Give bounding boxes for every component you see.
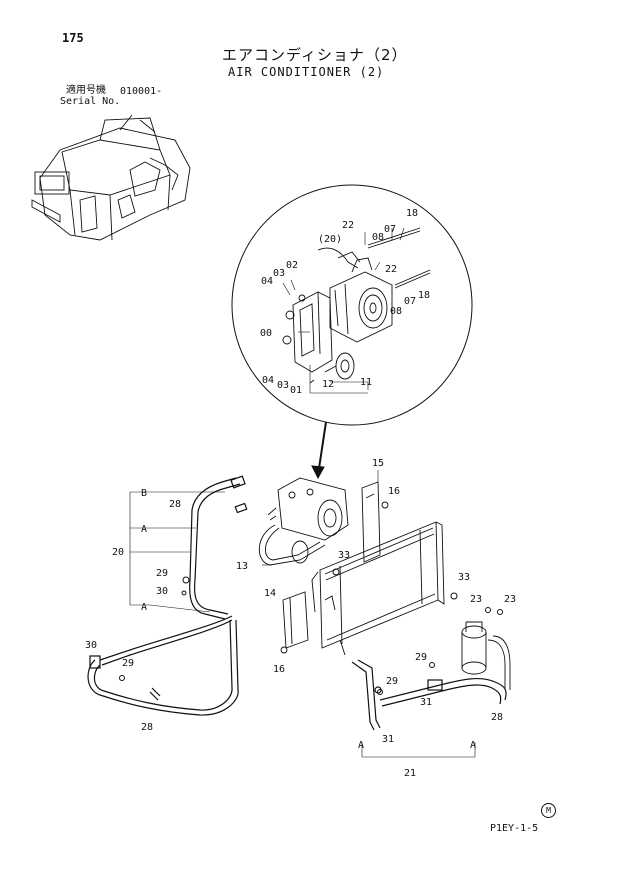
leader-lines — [129, 227, 476, 758]
condenser — [311, 521, 445, 656]
callout-23: 23 — [470, 594, 482, 605]
callout-20: 20 — [112, 547, 124, 558]
callout-20-ref: (20) — [318, 234, 342, 245]
callout-11: 11 — [360, 377, 372, 388]
zoom-arrow — [311, 421, 327, 480]
callout-15: 15 — [372, 458, 384, 469]
hose-21 — [351, 659, 507, 731]
callout-31: 31 — [420, 697, 432, 708]
callout-a: A — [141, 602, 147, 613]
serial-number-value: 010001- — [120, 86, 163, 97]
machine-thumbnail — [31, 114, 191, 241]
page-title: AIR CONDITIONER (2) — [228, 65, 385, 79]
callout-01: 01 — [290, 385, 302, 396]
circled-m-mark: M — [541, 803, 556, 818]
callout-31: 31 — [382, 734, 394, 745]
fasteners — [119, 568, 503, 695]
callout-29: 29 — [122, 658, 134, 669]
callout-14: 14 — [264, 588, 276, 599]
callout-07: 07 — [384, 224, 396, 235]
callout-02: 02 — [286, 260, 298, 271]
callout-08: 08 — [390, 306, 402, 317]
callout-30: 30 — [85, 640, 97, 651]
callout-21: 21 — [404, 768, 416, 779]
callout-00: 00 — [260, 328, 272, 339]
callout-29: 29 — [156, 568, 168, 579]
callout-33: 33 — [458, 572, 470, 583]
compressor-detail — [282, 227, 431, 384]
detail-circle — [231, 184, 473, 426]
callout-29: 29 — [386, 676, 398, 687]
callout-30: 30 — [156, 586, 168, 597]
callout-03: 03 — [273, 268, 285, 279]
callout-28: 28 — [491, 712, 503, 723]
callout-16: 16 — [388, 486, 400, 497]
callout-12: 12 — [322, 379, 334, 390]
serial-label: Serial No. — [60, 96, 121, 107]
callout-13: 13 — [236, 561, 248, 572]
callout-a: A — [470, 740, 476, 751]
serial-label-japanese: 適用号機 — [66, 85, 106, 96]
page-code: P1EY-1-5 — [490, 823, 539, 834]
part-callouts: 18 22 07 08 (20) 02 03 04 22 18 07 08 00… — [85, 208, 516, 779]
hose-assembly — [87, 475, 248, 716]
page-number: 175 — [62, 31, 84, 45]
compressor-assembly — [258, 477, 349, 566]
bracket-14 — [280, 591, 309, 654]
callout-29: 29 — [415, 652, 427, 663]
callout-04: 04 — [262, 375, 274, 386]
callout-18: 18 — [418, 290, 430, 301]
callout-23: 23 — [504, 594, 516, 605]
callout-28: 28 — [141, 722, 153, 733]
page-title-japanese: エアコンディショナ（2） — [222, 46, 408, 64]
callout-04: 04 — [261, 276, 273, 287]
callout-a: A — [141, 524, 147, 535]
callout-a: A — [358, 740, 364, 751]
callout-22: 22 — [385, 264, 397, 275]
callout-08: 08 — [372, 232, 384, 243]
receiver-drier — [461, 621, 511, 690]
callout-07: 07 — [404, 296, 416, 307]
callout-16: 16 — [273, 664, 285, 675]
callout-33: 33 — [338, 550, 350, 561]
callout-b: B — [141, 488, 147, 499]
callout-03: 03 — [277, 380, 289, 391]
callout-18: 18 — [406, 208, 418, 219]
callout-22: 22 — [342, 220, 354, 231]
callout-28: 28 — [169, 499, 181, 510]
bracket-15 — [361, 481, 389, 563]
